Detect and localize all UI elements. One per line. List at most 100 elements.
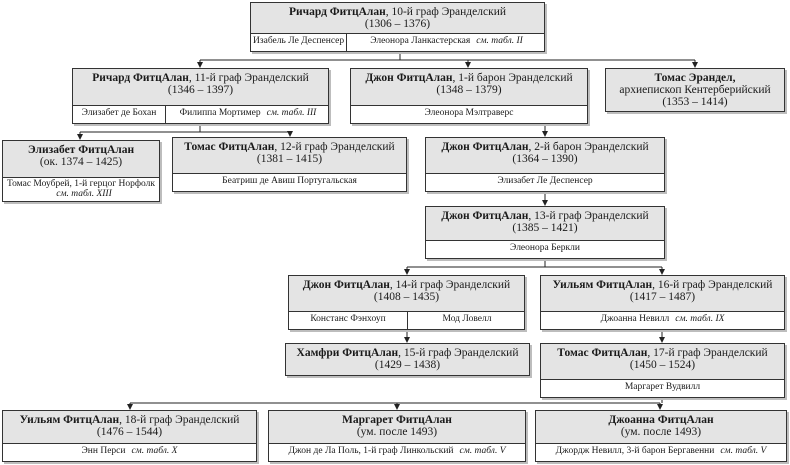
spouse-name: Томас Моубрей, 1-й герцог Норфолк [7,179,155,189]
person-name: Ричард ФитцАлан [288,6,386,18]
person-dates: (1348 – 1379) [436,84,502,96]
person-title: , 12-й граф Эранделский [274,141,395,153]
person-title: , 2-й барон Эранделский [528,141,649,153]
person-box-john13: Джон ФитцАлан, 13-й граф Эранделский(138… [425,206,665,259]
spouse-name: Джоанна Невилл [600,314,670,324]
person-heading: Элизабет ФитцАлан(ок. 1374 – 1425) [3,141,159,168]
spouse-name: Мод Ловелл [442,314,492,324]
person-heading: Ричард ФитцАлан, 10-й граф Эранделский(1… [251,3,544,30]
arrowhead [127,404,133,410]
spouse-name: Элеонора Беркли [510,243,580,253]
spouse-name: Джон де Ла Поль, 1-й граф Линкольский [288,446,454,456]
arrowhead [659,337,665,343]
person-heading: Томас Эрандел,архиепископ Кентерберийски… [606,69,784,108]
spouse-name: Беатриш де Авиш Португальская [222,176,357,186]
arrowhead [542,131,548,137]
spouse-row: Беатриш де Авиш Португальская [173,173,406,191]
person-name: Джон ФитцАлан [441,210,529,222]
spouse-row: Джон де Ла Поль, 1-й граф Линкольский см.… [269,443,525,461]
person-dates: (1408 – 1435) [373,291,440,303]
person-dates: (1306 – 1376) [364,18,431,30]
person-box-thomasArch: Томас Эрандел,архиепископ Кентерберийски… [605,68,785,112]
table-reference: см. табл. X [131,446,178,456]
person-name: Уильям ФитцАлан [19,414,120,426]
spouse-row: Констанс Фэнхоуп Мод Ловелл [289,311,524,329]
person-dates: (1385 – 1421) [512,222,578,234]
table-reference: см. табл. XIII [56,189,112,199]
person-name: Джоанна ФитцАлан [608,414,714,426]
spouse-cell: Мод Ловелл [407,312,526,329]
person-heading: Уильям ФитцАлан, 16-й граф Эранделский(1… [541,276,784,303]
spouse-cell: Джордж Невилл, 3-й барон Бергавенни см. т… [536,444,786,461]
arrowhead [465,62,471,68]
person-name: Джон ФитцАлан [365,72,453,84]
spouse-row: Элеонора Беркли [426,240,664,258]
spouse-name: Элизабет де Бохан [81,108,157,118]
spouse-row: Джордж Невилл, 3-й барон Бергавенни см. т… [536,443,786,461]
person-name: Томас ФитцАлан [184,141,275,153]
spouse-name: Констанс Фэнхоуп [310,314,386,324]
spouse-row: Элеонора Мэлтраверс [351,105,587,123]
table-reference: см. табл. III [266,108,317,118]
person-name: Джон ФитцАлан [302,279,390,291]
person-heading: Хамфри ФитцАлан, 15-й граф Эранделский(1… [286,344,529,371]
person-box-elizabeth: Элизабет ФитцАлан(ок. 1374 – 1425) Томас … [2,140,160,202]
person-office: архиепископ Кентерберийский [619,84,771,96]
person-title: , 14-й граф Эранделский [389,279,511,291]
spouse-cell: Беатриш де Авиш Португальская [173,174,406,191]
spouse-cell: Элеонора Беркли [426,241,664,258]
person-box-john2b: Джон ФитцАлан, 2-й барон Эранделский(136… [425,137,665,192]
person-box-richard10: Ричард ФитцАлан, 10-й граф Эранделский(1… [250,2,545,52]
spouse-name: Элеонора Ланкастерская [370,36,471,46]
spouse-cell: Элизабет Ле Деспенсер [426,174,664,191]
person-name: Хамфри ФитцАлан [296,347,399,359]
person-dates: (ум. после 1493) [356,426,438,438]
spouse-name: Джордж Невилл, 3-й барон Бергавенни [555,446,715,456]
person-heading: Джон ФитцАлан, 1-й барон Эранделский(134… [351,69,587,96]
person-title: , 11-й граф Эранделский [188,72,309,84]
person-dates: (1353 – 1414) [662,96,728,108]
spouse-cell: Энн Перси см. табл. X [3,444,256,461]
spouse-row: Элизабет Ле Деспенсер [426,173,664,191]
person-heading: Уильям ФитцАлан, 18-й граф Эранделский(1… [3,411,256,438]
spouse-cell: Элеонора Мэлтраверс [351,106,587,123]
person-box-margaret: Маргарет ФитцАлан(ум. после 1493) Джон де… [268,410,526,462]
spouse-name: Маргарет Вудвилл [624,382,701,392]
person-heading: Джоанна ФитцАлан(ум. после 1493) [536,411,786,438]
person-dates: (1381 – 1415) [256,153,323,165]
table-reference: см. табл. V [459,446,506,456]
spouse-row: Джоанна Невилл см. табл. IX [541,311,784,329]
arrowhead [404,337,410,343]
person-box-joanna: Джоанна ФитцАлан(ум. после 1493) Джордж Н… [535,410,787,462]
spouse-cell: Элизабет де Бохан [73,106,165,123]
spouse-row: Энн Перси см. табл. X [3,443,256,461]
table-reference: см. табл. II [476,36,523,46]
spouse-name: Энн Перси [81,446,126,456]
spouse-cell: Джон де Ла Поль, 1-й граф Линкольский см.… [269,444,525,461]
spouse-cell: Маргарет Вудвилл [541,380,784,397]
person-box-thomas17: Томас ФитцАлан, 17-й граф Эранделский(14… [540,343,785,398]
person-heading: Джон ФитцАлан, 13-й граф Эранделский(138… [426,207,664,234]
arrowhead [394,404,400,410]
person-dates: (1476 – 1544) [96,426,163,438]
person-title: , 15-й граф Эранделский [398,347,519,359]
arrowhead [197,62,203,68]
spouse-cell: Констанс Фэнхоуп [289,312,407,329]
person-box-william16: Уильям ФитцАлан, 16-й граф Эранделский(1… [540,275,785,330]
person-heading: Маргарет ФитцАлан(ум. после 1493) [269,411,525,438]
spouse-name: Элизабет Ле Деспенсер [497,176,593,186]
person-heading: Томас ФитцАлан, 12-й граф Эранделский(13… [173,138,406,165]
table-reference: см. табл. V [720,446,767,456]
person-title: , 13-й граф Эранделский [528,210,649,222]
arrowhead [542,200,548,206]
spouse-cell: Изабель Ле Деспенсер [251,34,346,51]
arrowhead [404,269,410,275]
spouse-cell: Элеонора Ланкастерская см. табл. II [346,34,546,51]
person-heading: Джон ФитцАлан, 2-й барон Эранделский(136… [426,138,664,165]
table-reference: см. табл. IX [675,314,725,324]
